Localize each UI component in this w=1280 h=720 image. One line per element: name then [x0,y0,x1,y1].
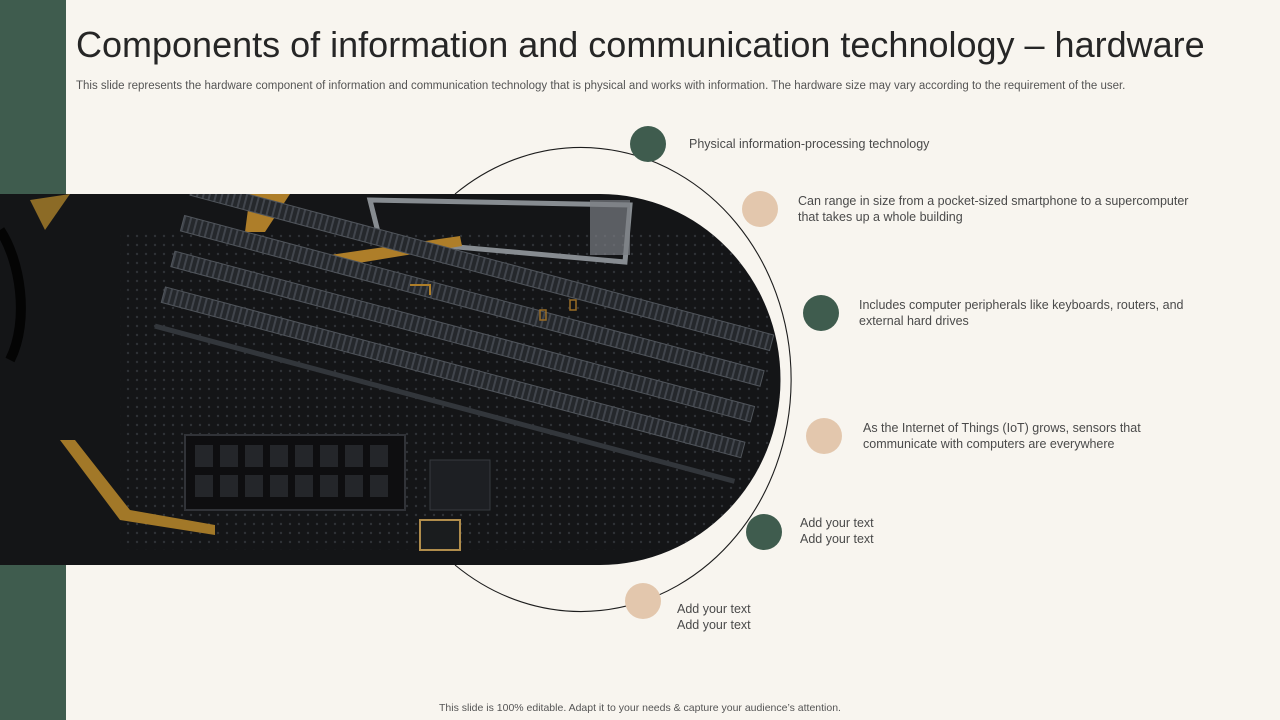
timeline-item-text-3: Includes computer peripherals like keybo… [859,297,1183,329]
item-line-1: Can range in size from a pocket-sized sm… [798,194,1189,208]
slide-footer-note: This slide is 100% editable. Adapt it to… [439,702,841,714]
motherboard-image [0,194,781,565]
item-line-2: external hard drives [859,314,969,328]
item-line-1: Physical information-processing technolo… [689,137,930,151]
slide-subtitle: This slide represents the hardware compo… [76,80,1126,92]
timeline-arc [454,146,792,613]
item-line-1: Add your text [677,602,751,616]
slide-title: Components of information and communicat… [76,24,1205,65]
item-line-1: Add your text [800,516,874,530]
item-line-2: Add your text [677,618,751,632]
timeline-dot-6 [625,583,661,619]
timeline-dot-1 [630,126,666,162]
item-line-2: Add your text [800,532,874,546]
timeline-dot-4 [806,418,842,454]
timeline-dot-2 [742,191,778,227]
timeline-dot-5 [746,514,782,550]
timeline-item-text-1: Physical information-processing technolo… [689,136,929,152]
item-line-1: As the Internet of Things (IoT) grows, s… [863,421,1141,435]
item-line-1: Includes computer peripherals like keybo… [859,298,1184,312]
timeline-item-text-2: Can range in size from a pocket-sized sm… [798,193,1188,225]
timeline-item-text-4: As the Internet of Things (IoT) grows, s… [863,420,1141,452]
timeline-dot-3 [803,295,839,331]
item-line-2: communicate with computers are everywher… [863,437,1115,451]
item-line-2: that takes up a whole building [798,210,963,224]
